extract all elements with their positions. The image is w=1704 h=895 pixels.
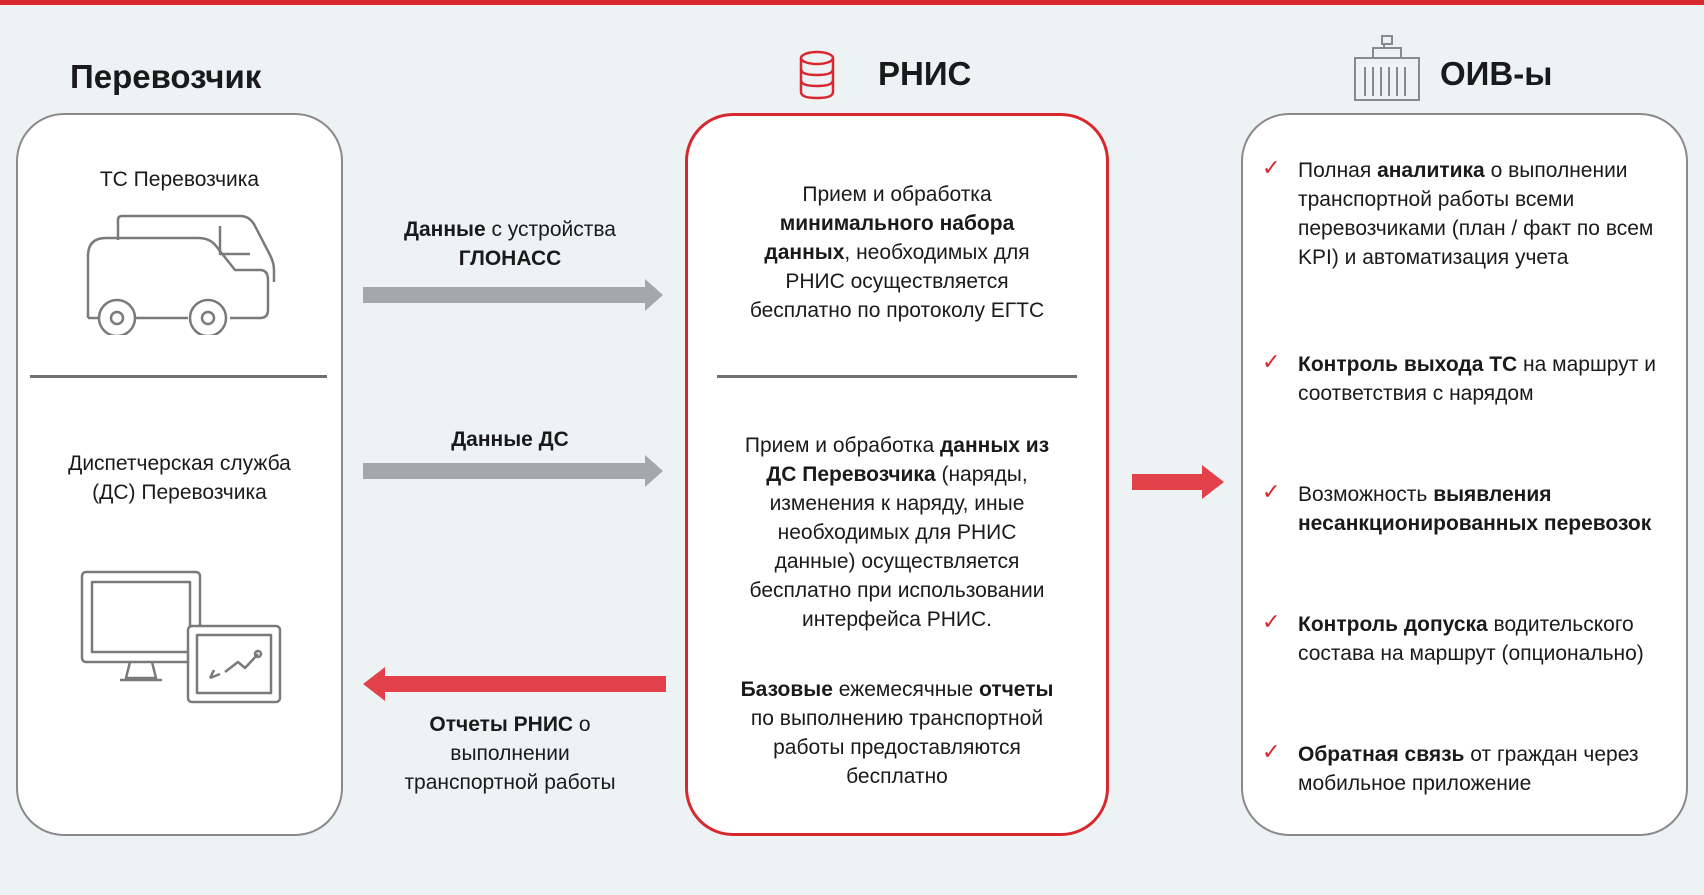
rnis-title: РНИС — [878, 55, 972, 92]
dispatch-label: Диспетчерская служба (ДС) Перевозчика — [68, 452, 291, 504]
database-icon — [799, 50, 835, 100]
rnis-block-reports: Базовые ежемесячные отчеты по выполнению… — [740, 678, 1054, 788]
checkmark-icon: ✓ — [1262, 480, 1281, 505]
rnis-block-minimal-data: Прием и обработка минимального набора да… — [749, 183, 1045, 322]
ds-data-arrow — [363, 455, 663, 487]
oiv-panel — [1241, 113, 1688, 836]
checkmark-icon: ✓ — [1262, 156, 1281, 181]
rnis-block-ds-data: Прием и обработка данных из ДС Перевозчи… — [744, 434, 1050, 631]
oiv-item: ✓ Полная аналитика о выполнении транспор… — [1262, 156, 1654, 269]
government-building-icon — [1354, 35, 1420, 101]
vehicle-label: ТС Перевозчика — [99, 168, 260, 191]
glonass-arrow — [363, 279, 663, 311]
reports-flow-label: Отчеты РНИС о выполнении транспортной ра… — [404, 713, 616, 794]
carrier-divider — [30, 375, 327, 378]
carrier-title: Перевозчик — [70, 58, 262, 95]
checkmark-icon: ✓ — [1262, 740, 1281, 765]
glonass-flow-label: Данные с устройства ГЛОНАСС — [404, 218, 616, 270]
checkmark-icon: ✓ — [1262, 610, 1281, 635]
monitor-tablet-icon — [80, 570, 282, 704]
top-accent-bar — [0, 0, 1704, 5]
oiv-item: ✓ Обратная связь от граждан через мобиль… — [1262, 740, 1639, 795]
oiv-item: ✓ Возможность выявления несанкционирован… — [1262, 480, 1652, 535]
oiv-item: ✓ Контроль выхода ТС на маршрут и соотве… — [1262, 350, 1656, 405]
oiv-item: ✓ Контроль допуска водительского состава… — [1262, 610, 1644, 665]
oiv-title: ОИВ-ы — [1440, 55, 1553, 92]
ds-flow-label: Данные ДС — [451, 428, 569, 451]
rnis-divider — [717, 375, 1077, 378]
reports-arrow — [363, 667, 666, 701]
checkmark-icon: ✓ — [1262, 350, 1281, 375]
rnis-panel — [685, 113, 1109, 836]
carrier-panel — [16, 113, 343, 836]
van-icon — [86, 214, 276, 335]
rnis-to-oiv-arrow — [1132, 465, 1224, 499]
